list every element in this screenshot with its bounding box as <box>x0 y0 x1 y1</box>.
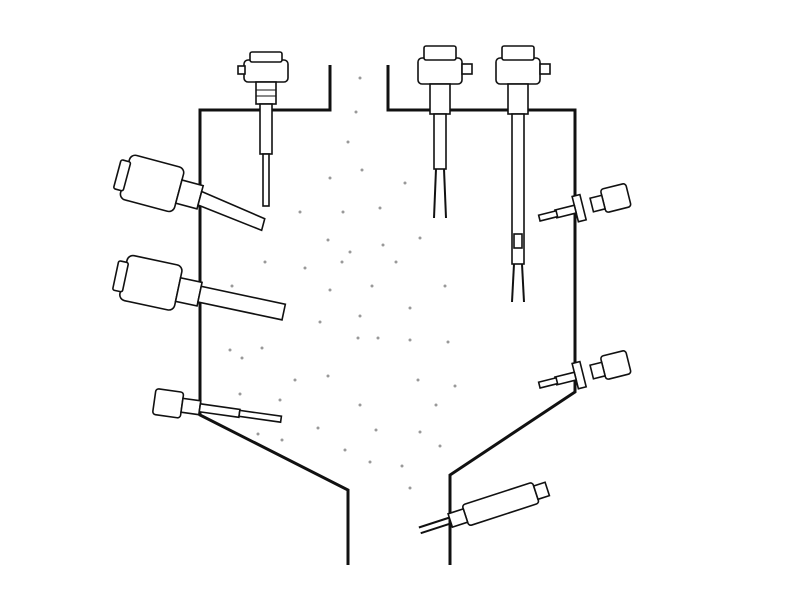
particle <box>418 236 422 240</box>
left-middle-sensor <box>112 254 287 321</box>
particle <box>343 448 347 452</box>
particle <box>278 398 282 402</box>
particle <box>400 464 404 468</box>
particle <box>326 374 330 378</box>
particle <box>438 444 442 448</box>
particle <box>378 206 382 210</box>
particle <box>358 76 362 80</box>
particle <box>370 284 374 288</box>
particle <box>303 266 307 270</box>
particle <box>376 336 380 340</box>
outlet-sensor <box>418 481 551 535</box>
particle <box>298 210 302 214</box>
particle <box>230 284 234 288</box>
particle <box>358 403 362 407</box>
particle <box>293 378 297 382</box>
particle <box>360 168 364 172</box>
particle <box>368 460 372 464</box>
particle <box>256 432 260 436</box>
top-right-fork-long <box>495 45 551 303</box>
top-right-fork-short <box>417 45 473 219</box>
particle <box>280 438 284 442</box>
particle <box>434 403 438 407</box>
particle <box>443 284 447 288</box>
particle <box>346 140 350 144</box>
particle <box>403 181 407 185</box>
particle <box>240 356 244 360</box>
left-upper-sensor <box>113 154 266 232</box>
particle <box>453 384 457 388</box>
particle <box>358 314 362 318</box>
particle <box>356 336 360 340</box>
right-upper-sensor <box>537 183 632 223</box>
particle <box>354 110 358 114</box>
left-lower-sensor <box>152 388 283 424</box>
top-left-sensor <box>237 51 289 207</box>
particle <box>408 338 412 342</box>
particle <box>381 243 385 247</box>
particle <box>326 238 330 242</box>
particle <box>238 392 242 396</box>
particle <box>328 176 332 180</box>
particle <box>418 430 422 434</box>
particle <box>318 320 322 324</box>
particle <box>416 378 420 382</box>
particle <box>328 288 332 292</box>
particle <box>446 340 450 344</box>
particle <box>260 346 264 350</box>
particle <box>374 428 378 432</box>
particle <box>340 260 344 264</box>
particle <box>228 348 232 352</box>
particle <box>394 260 398 264</box>
particle <box>316 426 320 430</box>
particle <box>341 210 345 214</box>
particle <box>408 486 412 490</box>
silo-outline <box>198 65 577 565</box>
particle <box>348 250 352 254</box>
particle <box>408 306 412 310</box>
right-lower-sensor <box>537 350 632 390</box>
particle <box>263 260 267 264</box>
